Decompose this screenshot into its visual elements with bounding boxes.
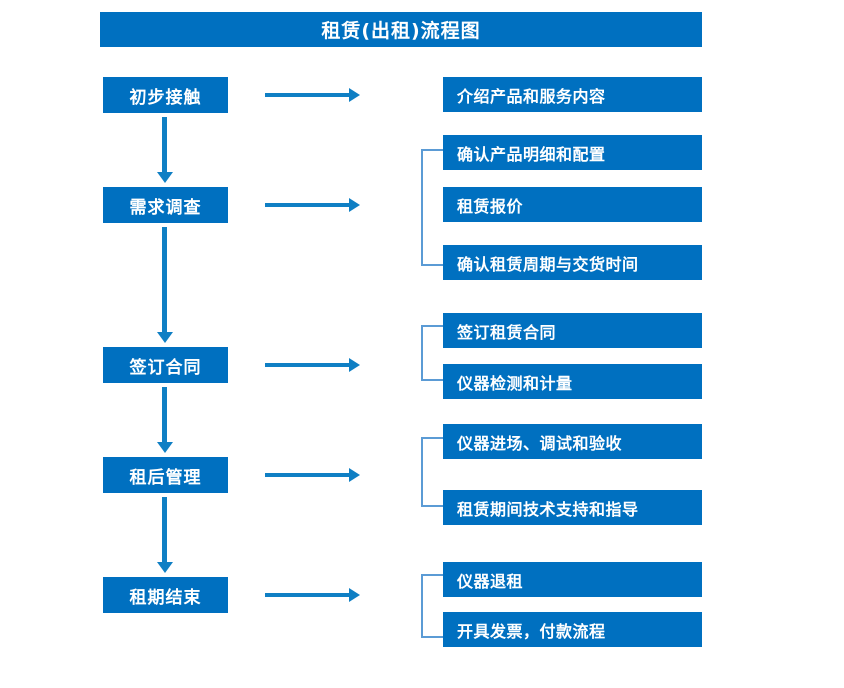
- horizontal-arrow-icon: [265, 358, 360, 372]
- detail-box[interactable]: 签订租赁合同: [443, 313, 702, 348]
- detail-box[interactable]: 仪器退租: [443, 562, 702, 597]
- detail-box[interactable]: 开具发票，付款流程: [443, 612, 702, 647]
- detail-box[interactable]: 确认产品明细和配置: [443, 135, 702, 170]
- stage-box[interactable]: 租期结束: [103, 577, 228, 613]
- horizontal-arrow-icon: [265, 588, 360, 602]
- group-bracket: [421, 149, 443, 266]
- stage-box[interactable]: 初步接触: [103, 77, 228, 113]
- stage-box[interactable]: 签订合同: [103, 347, 228, 383]
- stage-box[interactable]: 租后管理: [103, 457, 228, 493]
- detail-box[interactable]: 仪器检测和计量: [443, 364, 702, 399]
- group-bracket: [421, 437, 443, 507]
- vertical-arrow-icon: [157, 387, 173, 453]
- horizontal-arrow-icon: [265, 198, 360, 212]
- page-title: 租赁(出租)流程图: [100, 12, 702, 47]
- detail-box[interactable]: 仪器进场、调试和验收: [443, 424, 702, 459]
- detail-box[interactable]: 介绍产品和服务内容: [443, 77, 702, 112]
- horizontal-arrow-icon: [265, 88, 360, 102]
- vertical-arrow-icon: [157, 497, 173, 573]
- group-bracket: [421, 325, 443, 381]
- detail-box[interactable]: 租赁期间技术支持和指导: [443, 490, 702, 525]
- horizontal-arrow-icon: [265, 468, 360, 482]
- stage-box[interactable]: 需求调查: [103, 187, 228, 223]
- vertical-arrow-icon: [157, 227, 173, 343]
- detail-box[interactable]: 确认租赁周期与交货时间: [443, 245, 702, 280]
- vertical-arrow-icon: [157, 117, 173, 183]
- group-bracket: [421, 574, 443, 638]
- detail-box[interactable]: 租赁报价: [443, 187, 702, 222]
